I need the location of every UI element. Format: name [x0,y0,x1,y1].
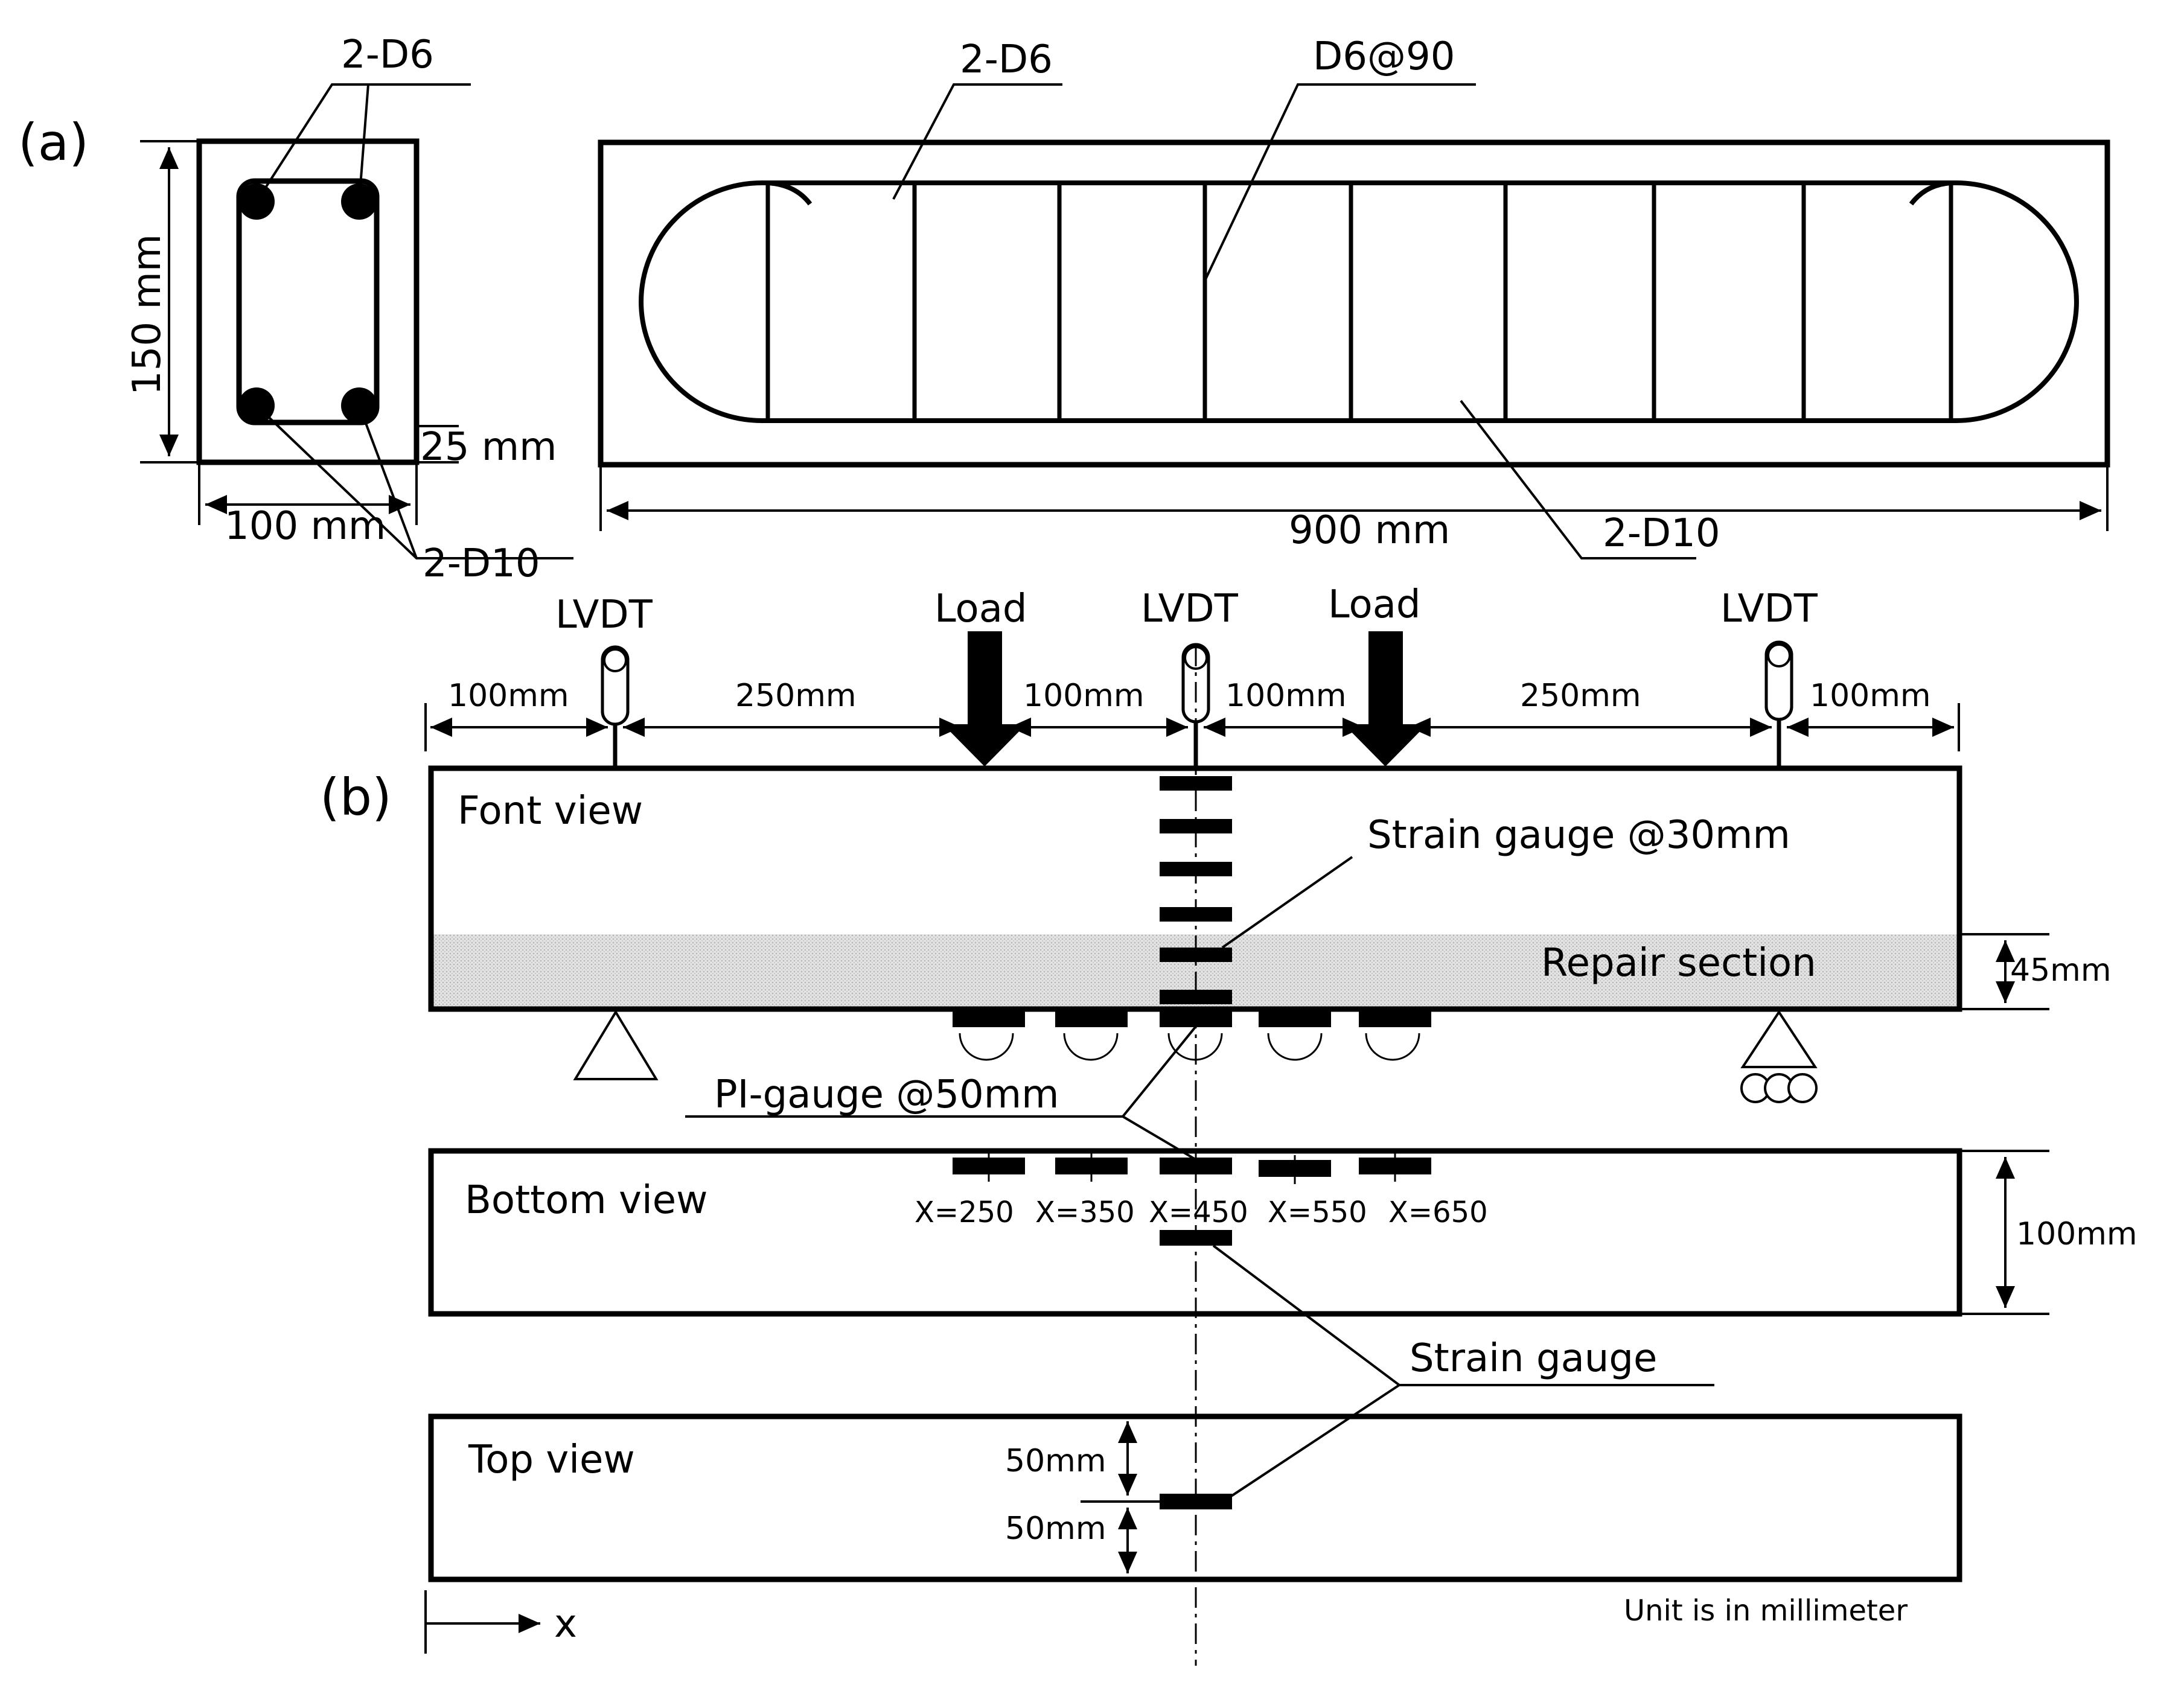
length-dimension-label: 900 mm [1289,508,1450,553]
strain-gauge-label: Strain gauge [1410,1336,1657,1381]
pi-gauges [953,1009,1431,1061]
panel-b-label: (b) [320,768,392,827]
spacing-label-2: 250mm [735,678,857,714]
bottom-width-label: 100mm [2016,1216,2138,1252]
leader-strain-gauge [1212,1244,1714,1504]
hook-left [767,180,813,206]
top-dim-upper-label: 50mm [1005,1443,1106,1479]
pi-gauge-label: PI-gauge @50mm [714,1072,1059,1117]
spacing-label-3: 100mm [1023,678,1145,714]
top-view-title: Top view [468,1438,635,1482]
leader-elevation-bottom [1460,400,1696,559]
pin-support [573,1010,659,1080]
hook-right [1909,180,1952,206]
lvdt-left [601,645,630,768]
longitudinal-rebar-loop [639,180,2079,423]
x-axis [424,1590,540,1654]
elevation [598,83,2110,559]
roller-support [1740,1010,1818,1068]
gauge-position-550: X=550 [1268,1196,1367,1229]
panel-a-label: (a) [18,113,89,172]
elevation-top-bars-label: 2-D6 [960,37,1053,82]
bottom-view-title: Bottom view [465,1178,707,1223]
leader-strain-gauge-30 [1221,856,1353,949]
stirrups [765,183,1953,421]
gauge-position-250: X=250 [915,1196,1014,1229]
lvdt-label-center: LVDT [1141,587,1239,631]
gauge-position-350: X=350 [1035,1196,1135,1229]
repair-depth-label: 45mm [2010,952,2111,989]
unit-note: Unit is in millimeter [1624,1594,1908,1628]
bottom-pi-gauges [953,1158,1431,1177]
load-label-right: Load [1328,582,1421,627]
height-dimension-label: 150 mm [125,234,170,395]
cover-dimension-label: 25 mm [420,425,557,470]
leader-stirrups [1204,83,1476,281]
repair-section-label: Repair section [1541,941,1816,986]
x-axis-label: X [554,1602,577,1646]
load-arrow-right [1344,631,1427,766]
stirrup-spacing-label: D6@90 [1313,34,1455,79]
top-dim-lower-label: 50mm [1005,1511,1106,1547]
lvdt-label-left: LVDT [555,593,653,637]
cross-section-bottom-bars-label: 2-D10 [423,541,540,586]
spacing-label-4: 100mm [1225,678,1347,714]
spacing-label-6: 100mm [1810,678,1931,714]
cross-section [140,83,573,559]
gauge-position-650: X=650 [1388,1196,1488,1229]
front-view-title: Font view [458,789,643,833]
elevation-outline [598,139,2110,468]
gauge-position-450: X=450 [1149,1196,1248,1229]
lvdt-right [1764,640,1793,768]
stirrup-outline [236,178,380,425]
leader-bottom-bars [255,404,573,559]
elevation-bottom-bars-label: 2-D10 [1603,511,1720,556]
leader-top-bars [255,83,471,203]
leader-elevation-top [892,83,1062,200]
lvdt-label-right: LVDT [1720,587,1818,631]
cross-section-outline [196,138,420,465]
spacing-label-1: 100mm [448,678,569,714]
cross-section-top-bars-label: 2-D6 [341,33,434,77]
load-label-left: Load [934,587,1027,631]
width-dimension-label: 100 mm [225,504,386,549]
spacing-label-5: 250mm [1520,678,1641,714]
load-arrow-left [943,631,1026,766]
strain-gauge-30-label: Strain gauge @30mm [1367,813,1790,858]
